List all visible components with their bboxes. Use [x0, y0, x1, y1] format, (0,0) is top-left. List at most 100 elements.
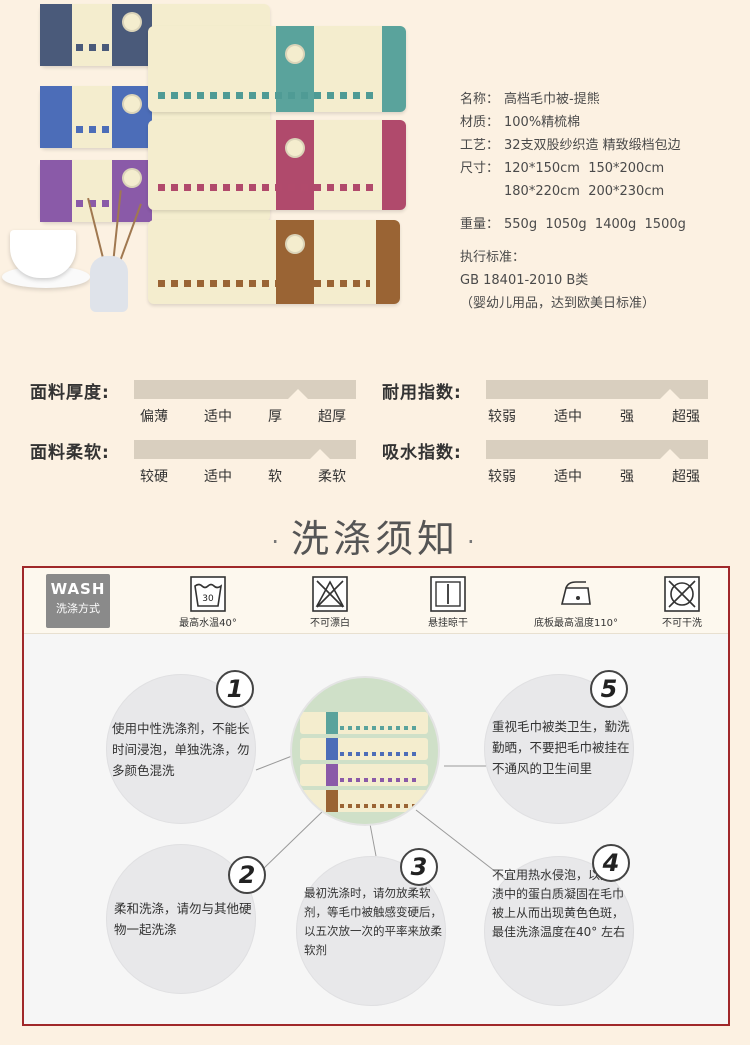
spec-standard-code: GB 18401-2010 B类 [460, 273, 589, 288]
care-label: 不可干洗 [662, 618, 702, 629]
rating-softness: 面料柔软: 较硬 适中 软 柔软 [30, 434, 370, 494]
spec-list: 名称： 高档毛巾被-提熊 材质： 100%精梳棉 工艺： 32支双股纱织造 精致… [460, 88, 740, 315]
rating-label: 耐用指数: [382, 383, 462, 403]
tip-text: 柔和洗涤，请勿与其他硬物一起洗涤 [114, 901, 252, 937]
rating-options: 较硬 适中 软 柔软 [140, 466, 346, 486]
tip-number: 1 [216, 670, 254, 708]
rating-option: 较硬 [140, 469, 168, 485]
wash-temp-value: 30 [202, 594, 214, 604]
towel-stack-photo [292, 678, 438, 824]
towel-rose [148, 120, 406, 210]
care-iron-temp: 底板最高温度110° [522, 576, 630, 629]
rating-bar [134, 440, 356, 459]
wash-tips-area: 使用中性洗涤剂，不能长时间浸泡，单独洗涤，勿多颜色混洗 1 重视毛巾被类卫生，勤… [24, 634, 728, 1024]
rating-option: 超厚 [318, 409, 346, 425]
rating-option: 软 [268, 469, 282, 485]
no-bleach-icon [312, 576, 348, 612]
care-label: 不可漂白 [310, 618, 350, 629]
tea-cup [10, 230, 76, 278]
rating-bar [134, 380, 356, 399]
spec-size: 尺寸： 120*150cm 150*200cm [460, 157, 740, 180]
rating-option: 强 [620, 409, 634, 425]
spec-standard-label: 执行标准： [460, 250, 526, 265]
tip-number: 4 [592, 844, 630, 882]
rating-marker [660, 389, 680, 399]
care-label: 底板最高温度110° [533, 618, 619, 629]
tip-text: 最初洗涤时，请勿放柔软剂，等毛巾被触感变硬后，以五次放一次的平率来放柔软剂 [304, 886, 442, 957]
spec-label: 材质： [460, 115, 500, 130]
mini-towel [300, 790, 428, 812]
mini-towel [300, 712, 428, 734]
rating-options: 偏薄 适中 厚 超厚 [140, 406, 346, 426]
rating-option: 适中 [554, 409, 582, 425]
rating-option: 适中 [554, 469, 582, 485]
tip-bubble-4: 不宜用热水侵泡，以免汗渍中的蛋白质凝固在毛巾被上从而出现黄色色斑，最佳洗涤温度在… [484, 856, 634, 1006]
product-photo [0, 0, 420, 330]
rating-label: 吸水指数: [382, 443, 462, 463]
tip-number: 2 [228, 856, 266, 894]
tip-text: 重视毛巾被类卫生，勤洗勤晒，不要把毛巾被挂在不通风的卫生间里 [492, 719, 630, 776]
spec-value: 100%精梳棉 [504, 115, 581, 130]
rating-option: 强 [620, 469, 634, 485]
spec-craft: 工艺： 32支双股纱织造 精致缎档包边 [460, 134, 740, 157]
rating-option: 超强 [672, 469, 700, 485]
wash-tub-icon: 30 [190, 576, 226, 612]
wash-badge: WASH 洗涤方式 [46, 574, 110, 628]
rating-marker [660, 449, 680, 459]
hang-dry-icon [430, 576, 466, 612]
wash-badge-title: WASH [50, 580, 106, 598]
rating-marker [310, 449, 330, 459]
rating-option: 适中 [204, 409, 232, 425]
spec-label: 尺寸： [460, 161, 500, 176]
rating-options: 较弱 适中 强 超强 [488, 406, 700, 426]
spec-value: 550g 1050g 1400g 1500g [504, 217, 686, 232]
title-dot: · [467, 527, 479, 556]
spec-standard-note: （婴幼儿用品，达到欧美日标准） [460, 296, 656, 311]
tip-number: 5 [590, 670, 628, 708]
rating-durability: 耐用指数: 较弱 适中 强 超强 [382, 374, 722, 434]
wash-badge-subtitle: 洗涤方式 [56, 602, 100, 615]
iron-icon [560, 581, 591, 605]
care-no-dry-clean: 不可干洗 [644, 576, 720, 629]
rating-marker [288, 389, 308, 399]
care-icon-strip: WASH 洗涤方式 30 最高水温40° 不可漂白 [24, 568, 728, 634]
spec-value: 120*150cm 150*200cm [504, 161, 665, 176]
rating-option: 偏薄 [140, 409, 168, 425]
rating-absorbency: 吸水指数: 较弱 适中 强 超强 [382, 434, 722, 494]
rating-thickness: 面料厚度: 偏薄 适中 厚 超厚 [30, 374, 370, 434]
mini-towel [300, 738, 428, 760]
rating-label: 面料厚度: [30, 383, 110, 403]
spec-material: 材质： 100%精梳棉 [460, 111, 740, 134]
spec-value: 高档毛巾被-提熊 [504, 92, 600, 107]
spec-size-line2: 180*220cm 200*230cm [504, 184, 665, 199]
spec-name: 名称： 高档毛巾被-提熊 [460, 88, 740, 111]
rating-option: 超强 [672, 409, 700, 425]
rating-options: 较弱 适中 强 超强 [488, 466, 700, 486]
rating-option: 较弱 [488, 469, 516, 485]
wash-title-text: 洗涤须知 [290, 517, 459, 561]
towel-teal [148, 26, 406, 112]
spec-value: 32支双股纱织造 精致缎档包边 [504, 138, 681, 153]
care-no-bleach: 不可漂白 [290, 576, 370, 629]
connector-lines [255, 755, 515, 887]
mini-towel [300, 764, 428, 786]
tip-text: 不宜用热水侵泡，以免汗渍中的蛋白质凝固在毛巾被上从而出现黄色色斑，最佳洗涤温度在… [492, 868, 626, 939]
rating-option: 适中 [204, 469, 232, 485]
care-max-temp: 30 最高水温40° [168, 576, 248, 629]
care-label: 悬挂晾干 [428, 618, 468, 629]
diffuser-vase [90, 256, 128, 312]
rating-option: 较弱 [488, 409, 516, 425]
no-dry-clean-icon [664, 576, 700, 612]
spec-label: 工艺： [460, 138, 500, 153]
rating-bar [486, 440, 708, 459]
spec-label: 名称： [460, 92, 500, 107]
tip-number: 3 [400, 848, 438, 886]
spec-weight: 重量： 550g 1050g 1400g 1500g [460, 213, 740, 236]
wash-section-title: ·洗涤须知· [0, 508, 750, 563]
wash-panel: WASH 洗涤方式 30 最高水温40° 不可漂白 [22, 566, 730, 1026]
rating-option: 厚 [268, 409, 282, 425]
care-label: 最高水温40° [179, 618, 237, 629]
title-dot: · [271, 527, 283, 556]
care-hang-dry: 悬挂晾干 [408, 576, 488, 629]
rating-bar [486, 380, 708, 399]
